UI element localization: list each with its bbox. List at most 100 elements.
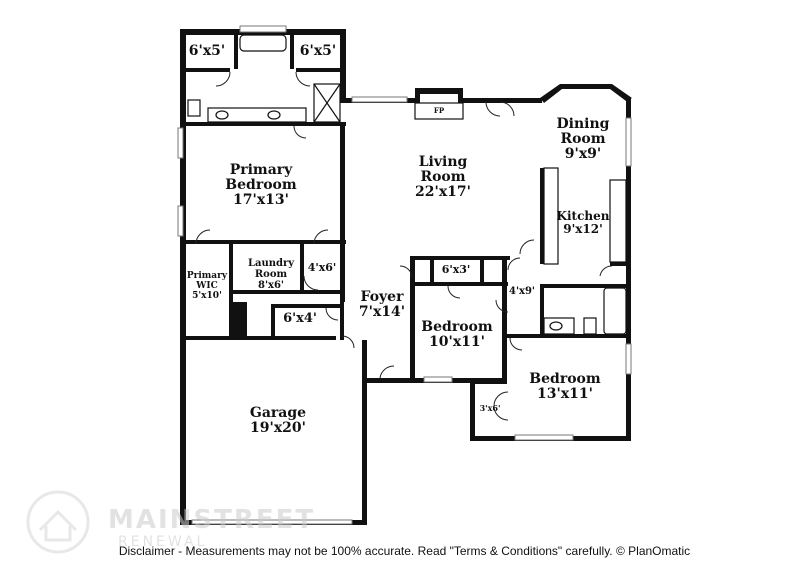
kitchen-counter — [543, 167, 559, 265]
wall — [458, 88, 463, 103]
door — [519, 239, 535, 255]
sink — [215, 110, 229, 120]
foyer-dim: 7'x14' — [359, 304, 405, 320]
wall — [296, 68, 346, 72]
door — [195, 229, 211, 245]
laundry-label-1: Laundry — [248, 258, 295, 269]
sink — [549, 321, 563, 331]
logo-name: MAINSTREET — [108, 505, 315, 535]
wall — [415, 88, 420, 103]
wall — [233, 290, 341, 294]
wall — [480, 256, 484, 284]
wall — [362, 340, 367, 525]
wall — [430, 256, 434, 284]
bathtub — [603, 287, 627, 335]
kitchen-dim: 9'x12' — [563, 222, 603, 236]
laundry-dim: 8'x6' — [258, 280, 284, 291]
door — [325, 307, 339, 321]
wall — [474, 380, 507, 384]
laundry-label-2: Room — [255, 269, 288, 280]
wall — [271, 304, 275, 338]
hall-4x9-dim: 4'x9' — [509, 286, 535, 297]
window — [177, 205, 184, 237]
wall — [271, 304, 341, 308]
primary-wic-label-2: WIC — [195, 281, 217, 291]
disclaimer: Disclaimer - Measurements may not be 100… — [118, 544, 691, 558]
wall — [410, 256, 415, 382]
door — [495, 299, 509, 313]
door — [341, 335, 355, 349]
foyer-label: Foyer — [361, 289, 405, 305]
closet-6x3-dim: 6'x3' — [442, 263, 471, 276]
door — [507, 257, 521, 271]
window — [351, 96, 408, 103]
closet-right-dim: 6'x5' — [300, 43, 336, 59]
primary-bedroom-dim: 17'x13' — [233, 192, 289, 208]
door — [509, 337, 523, 351]
wall — [186, 336, 336, 340]
wall — [626, 98, 631, 440]
dining-dim: 9'x9' — [565, 146, 601, 162]
wall — [290, 29, 294, 69]
wall — [340, 29, 346, 103]
living-label-2: Room — [420, 169, 465, 185]
closet-6x4-dim: 6'x4' — [283, 311, 317, 326]
wall — [300, 244, 304, 294]
wall — [234, 29, 238, 69]
window — [177, 127, 184, 159]
door — [493, 391, 509, 421]
closet-left-dim: 6'x5' — [189, 43, 225, 59]
vanity — [207, 107, 307, 123]
mainstreet-logo — [26, 490, 90, 554]
fireplace-hearth — [414, 102, 464, 120]
door — [303, 275, 319, 291]
toilet — [187, 99, 201, 117]
wall — [502, 256, 507, 382]
wall — [180, 68, 230, 72]
wall — [505, 334, 631, 338]
door — [599, 265, 613, 277]
wall — [410, 256, 510, 260]
closet-3x6-dim: 3'x6' — [480, 403, 501, 413]
bathtub — [239, 34, 287, 52]
wall — [340, 126, 345, 302]
window — [423, 376, 453, 383]
wall — [540, 284, 630, 288]
wall — [540, 84, 632, 103]
door — [447, 285, 461, 299]
bedroom-mid-label: Bedroom — [421, 319, 493, 335]
door — [399, 265, 413, 279]
wall — [366, 378, 414, 383]
wall — [180, 336, 186, 524]
toilet — [583, 317, 597, 335]
window — [239, 25, 287, 33]
shower — [313, 83, 341, 123]
wall — [180, 240, 346, 244]
vanity — [543, 317, 575, 335]
dining-label-1: Dining — [557, 116, 610, 132]
wall — [412, 378, 507, 383]
door — [293, 125, 307, 139]
door — [379, 365, 395, 379]
door — [313, 229, 329, 245]
wall — [180, 122, 346, 126]
window — [625, 343, 632, 375]
logo-sub: RENEWAL — [118, 534, 207, 550]
primary-bedroom-label-1: Primary — [230, 162, 293, 178]
wall — [415, 88, 463, 94]
wall — [458, 98, 542, 103]
window — [191, 519, 353, 525]
wall — [180, 29, 186, 341]
bedroom-mid-dim: 10'x11' — [429, 334, 485, 350]
wall — [470, 380, 475, 441]
door — [215, 71, 231, 87]
primary-wic-label-1: Primary — [187, 271, 228, 281]
dining-label-2: Room — [560, 131, 605, 147]
living-label-1: Living — [419, 154, 468, 170]
wall — [540, 284, 544, 336]
garage-label: Garage — [250, 405, 306, 421]
kitchen-counter — [609, 179, 627, 263]
wall — [410, 282, 508, 286]
wall — [540, 168, 544, 264]
